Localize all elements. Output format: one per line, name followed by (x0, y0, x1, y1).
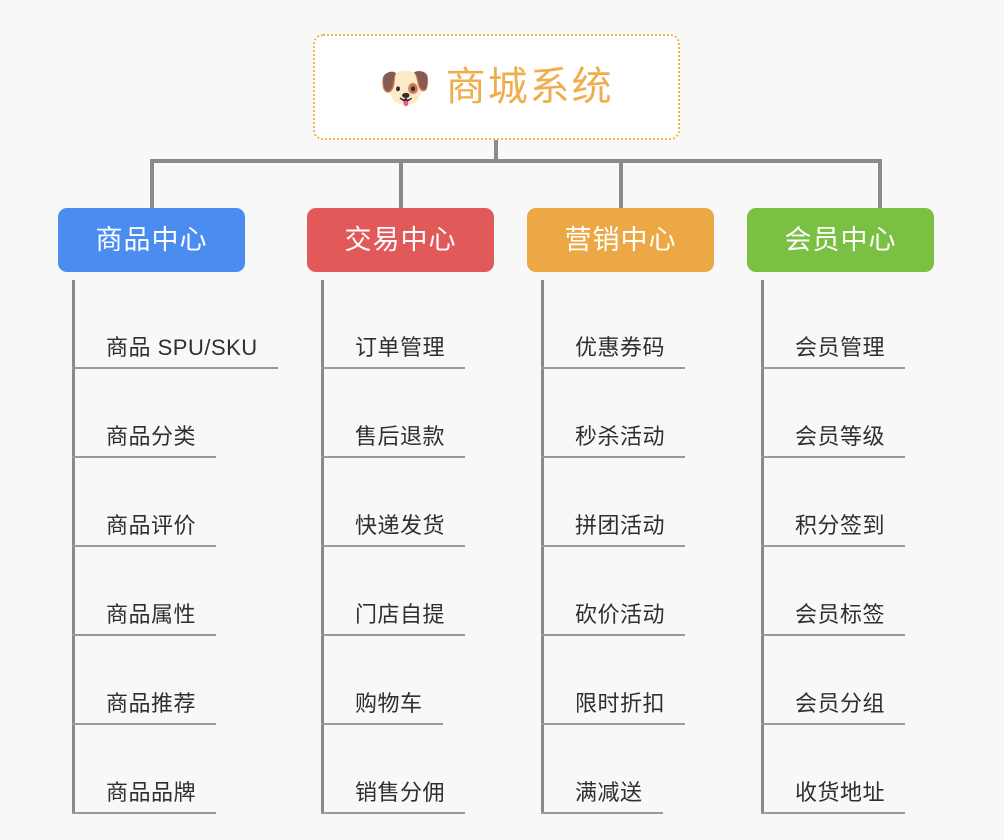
connector-bus (150, 159, 882, 163)
leaf-item[interactable]: 商品分类 (72, 369, 312, 458)
leaf-item-label: 会员等级 (795, 423, 886, 449)
leaf-item[interactable]: 收货地址 (761, 725, 1001, 814)
leaf-underline: 收货地址 (761, 779, 906, 814)
category-label: 会员中心 (784, 224, 897, 255)
connector-drop-marketing (619, 159, 623, 209)
leaf-item-label: 拼团活动 (575, 512, 666, 538)
leaf-underline: 销售分佣 (321, 779, 466, 814)
category-label: 营销中心 (564, 224, 677, 255)
leaf-item[interactable]: 售后退款 (321, 369, 561, 458)
branch-trunk-product-center (72, 280, 75, 814)
leaf-item[interactable]: 快递发货 (321, 458, 561, 547)
connector-drop-trade (399, 159, 403, 209)
leaf-item-label: 积分签到 (795, 512, 886, 538)
leaf-item[interactable]: 会员管理 (761, 280, 1001, 369)
leaf-item[interactable]: 购物车 (321, 636, 561, 725)
leaf-item[interactable]: 砍价活动 (541, 547, 781, 636)
leaf-underline: 满减送 (541, 779, 663, 814)
leaf-item[interactable]: 满减送 (541, 725, 781, 814)
leaf-item-label: 门店自提 (355, 601, 446, 627)
leaf-item-label: 订单管理 (355, 334, 446, 360)
category-box-member-center[interactable]: 会员中心 (747, 208, 934, 272)
branch-trunk-member-center (761, 280, 764, 814)
leaf-item[interactable]: 商品推荐 (72, 636, 312, 725)
leaf-item-label: 购物车 (355, 690, 423, 716)
leaf-item[interactable]: 优惠券码 (541, 280, 781, 369)
leaf-item-label: 商品属性 (106, 601, 197, 627)
leaf-underline: 积分签到 (761, 512, 906, 547)
root-node[interactable]: 🐶 商城系统 (313, 34, 680, 140)
leaf-underline: 秒杀活动 (541, 423, 686, 458)
connector-drop-product (150, 159, 154, 209)
leaf-item[interactable]: 秒杀活动 (541, 369, 781, 458)
leaf-item-label: 商品评价 (106, 512, 197, 538)
leaf-item-label: 秒杀活动 (575, 423, 666, 449)
leaf-item[interactable]: 商品 SPU/SKU (72, 280, 312, 369)
leaf-item[interactable]: 拼团活动 (541, 458, 781, 547)
leaf-underline: 砍价活动 (541, 601, 686, 636)
leaf-item-label: 商品分类 (106, 423, 197, 449)
leaf-item-label: 限时折扣 (575, 690, 666, 716)
leaf-underline: 购物车 (321, 690, 443, 725)
leaf-list-member-center: 会员管理会员等级积分签到会员标签会员分组收货地址 (761, 280, 1001, 814)
leaf-underline: 优惠券码 (541, 334, 686, 369)
connector-drop-member (878, 159, 882, 209)
category-box-marketing-center[interactable]: 营销中心 (527, 208, 714, 272)
leaf-underline: 会员标签 (761, 601, 906, 636)
leaf-underline: 订单管理 (321, 334, 466, 369)
leaf-underline: 商品评价 (72, 512, 217, 547)
leaf-list-trade-center: 订单管理售后退款快递发货门店自提购物车销售分佣 (321, 280, 561, 814)
leaf-item[interactable]: 销售分佣 (321, 725, 561, 814)
leaf-item[interactable]: 商品评价 (72, 458, 312, 547)
leaf-item[interactable]: 会员标签 (761, 547, 1001, 636)
leaf-item[interactable]: 限时折扣 (541, 636, 781, 725)
leaf-item-label: 收货地址 (795, 779, 886, 805)
branch-trunk-trade-center (321, 280, 324, 814)
leaf-item-label: 会员管理 (795, 334, 886, 360)
leaf-underline: 商品品牌 (72, 779, 217, 814)
leaf-underline: 快递发货 (321, 512, 466, 547)
leaf-item[interactable]: 订单管理 (321, 280, 561, 369)
connector-root-stem (494, 140, 498, 163)
leaf-list-marketing-center: 优惠券码秒杀活动拼团活动砍价活动限时折扣满减送 (541, 280, 781, 814)
leaf-item-label: 商品品牌 (106, 779, 197, 805)
leaf-item-label: 会员标签 (795, 601, 886, 627)
leaf-underline: 商品分类 (72, 423, 217, 458)
category-box-product-center[interactable]: 商品中心 (58, 208, 245, 272)
category-box-trade-center[interactable]: 交易中心 (307, 208, 494, 272)
leaf-item-label: 满减送 (575, 779, 643, 805)
leaf-list-product-center: 商品 SPU/SKU 商品分类商品评价商品属性商品推荐商品品牌 (72, 280, 312, 814)
leaf-underline: 会员管理 (761, 334, 906, 369)
branch-trunk-marketing-center (541, 280, 544, 814)
leaf-underline: 商品 SPU/SKU (72, 334, 278, 369)
leaf-item-label: 商品 SPU/SKU (106, 334, 258, 360)
leaf-item[interactable]: 门店自提 (321, 547, 561, 636)
leaf-item-label: 销售分佣 (355, 779, 446, 805)
leaf-item-label: 售后退款 (355, 423, 446, 449)
leaf-underline: 限时折扣 (541, 690, 686, 725)
leaf-item-label: 快递发货 (355, 512, 446, 538)
leaf-item-label: 会员分组 (795, 690, 886, 716)
category-label: 商品中心 (95, 224, 208, 255)
leaf-underline: 拼团活动 (541, 512, 686, 547)
leaf-item[interactable]: 会员等级 (761, 369, 1001, 458)
leaf-underline: 商品推荐 (72, 690, 217, 725)
leaf-underline: 商品属性 (72, 601, 217, 636)
leaf-item-label: 优惠券码 (575, 334, 666, 360)
leaf-underline: 门店自提 (321, 601, 466, 636)
dog-face-icon: 🐶 (379, 64, 432, 111)
leaf-item-label: 砍价活动 (575, 601, 666, 627)
leaf-underline: 售后退款 (321, 423, 466, 458)
page-title: 商城系统 (445, 65, 614, 109)
leaf-item-label: 商品推荐 (106, 690, 197, 716)
leaf-item[interactable]: 会员分组 (761, 636, 1001, 725)
leaf-item[interactable]: 积分签到 (761, 458, 1001, 547)
category-label: 交易中心 (344, 224, 457, 255)
leaf-underline: 会员等级 (761, 423, 906, 458)
leaf-underline: 会员分组 (761, 690, 906, 725)
leaf-item[interactable]: 商品属性 (72, 547, 312, 636)
leaf-item[interactable]: 商品品牌 (72, 725, 312, 814)
